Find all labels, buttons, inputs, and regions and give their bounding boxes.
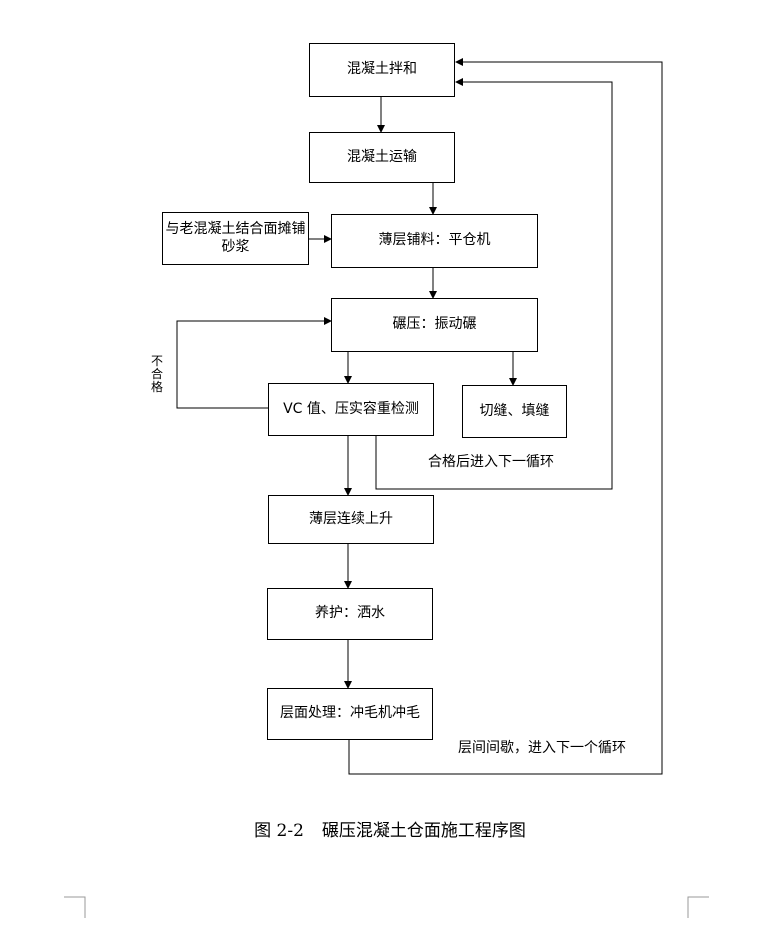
node-cut: 切缝、填缝 xyxy=(462,385,567,438)
label-pass-cycle: 合格后进入下一循环 xyxy=(428,454,554,470)
node-cure: 养护：洒水 xyxy=(267,588,433,640)
node-rise: 薄层连续上升 xyxy=(268,495,434,544)
node-compact: 碾压：振动碾 xyxy=(331,298,538,352)
node-mix: 混凝土拌和 xyxy=(309,43,455,97)
node-mortar: 与老混凝土结合面摊铺砂浆 xyxy=(162,212,309,265)
node-surface: 层面处理：冲毛机冲毛 xyxy=(267,688,433,740)
node-check: VC 值、压实容重检测 xyxy=(268,383,434,436)
arrow-pass-cycle xyxy=(375,78,613,490)
page-corner-mark-left xyxy=(64,896,86,918)
page-corner-mark-right xyxy=(687,896,709,918)
figure-title: 碾压混凝土仓面施工程序图 xyxy=(321,821,526,841)
label-layer-cycle: 层间间歇，进入下一个循环 xyxy=(458,740,626,756)
label-fail: 不合格 xyxy=(150,354,163,394)
arrow-fail-loop xyxy=(176,317,332,409)
figure-caption: 图 2-2 碾压混凝土仓面施工程序图 xyxy=(0,816,780,841)
arrow-layer-cycle xyxy=(348,58,663,775)
figure-number: 图 2-2 xyxy=(254,821,304,841)
node-transport: 混凝土运输 xyxy=(309,132,455,183)
node-spread: 薄层铺料：平仓机 xyxy=(331,214,538,268)
